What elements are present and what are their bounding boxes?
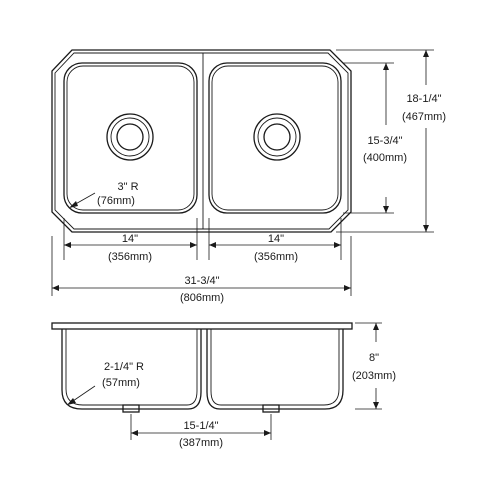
sink-height-imperial: 8" xyxy=(369,352,379,364)
sink-rim-outline xyxy=(51,49,352,233)
bottom-radius-leader xyxy=(67,385,96,405)
front-left-drain xyxy=(122,404,140,413)
front-flange xyxy=(51,322,353,330)
right-bowl-inner xyxy=(211,65,339,211)
corner-radius-imperial: 3" R xyxy=(117,181,138,193)
left-drain xyxy=(106,113,154,161)
overall-width-dim-lines xyxy=(51,236,352,296)
bowl-depth-metric: (400mm) xyxy=(363,152,407,164)
bowl-depth-imperial: 15-3/4" xyxy=(367,135,402,147)
bowl-depth-dim-lines xyxy=(343,62,394,214)
front-view: 2-1/4" R (57mm) 8" (203mm) 15-1/4" (387m… xyxy=(51,322,396,449)
sink-rim-inner-outline xyxy=(54,52,349,230)
corner-radius-leader xyxy=(69,192,96,208)
front-left-bowl xyxy=(61,329,202,410)
sink-height-metric: (203mm) xyxy=(352,370,396,382)
overall-depth-metric: (467mm) xyxy=(402,111,446,123)
left-bowl xyxy=(63,62,198,214)
right-drain xyxy=(253,113,301,161)
drain-spacing-metric: (387mm) xyxy=(179,437,223,449)
right-bowl-width-metric: (356mm) xyxy=(254,251,298,263)
front-right-bowl-inner xyxy=(210,329,340,406)
left-bowl-inner xyxy=(66,65,195,211)
overall-width-imperial: 31-3/4" xyxy=(184,275,219,287)
overall-depth-imperial: 18-1/4" xyxy=(406,93,441,105)
left-bowl-width-imperial: 14" xyxy=(122,233,138,245)
left-bowl-width-metric: (356mm) xyxy=(108,251,152,263)
bowl-width-dim-lines xyxy=(63,218,342,260)
front-right-drain xyxy=(262,404,280,413)
overall-width-metric: (806mm) xyxy=(180,292,224,304)
drain-spacing-dim-lines xyxy=(130,414,272,440)
right-bowl xyxy=(208,62,342,214)
front-right-bowl xyxy=(206,329,344,410)
bottom-radius-metric: (57mm) xyxy=(102,377,140,389)
drain-spacing-imperial: 15-1/4" xyxy=(183,420,218,432)
corner-radius-metric: (76mm) xyxy=(97,195,135,207)
right-bowl-width-imperial: 14" xyxy=(268,233,284,245)
bottom-radius-imperial: 2-1/4" R xyxy=(104,361,144,373)
sink-height-dim-lines xyxy=(355,322,382,410)
top-view: 3" R (76mm) 14" (356mm) 14" (356mm) 31- xyxy=(51,49,446,304)
overall-depth-dim-lines xyxy=(336,49,434,233)
